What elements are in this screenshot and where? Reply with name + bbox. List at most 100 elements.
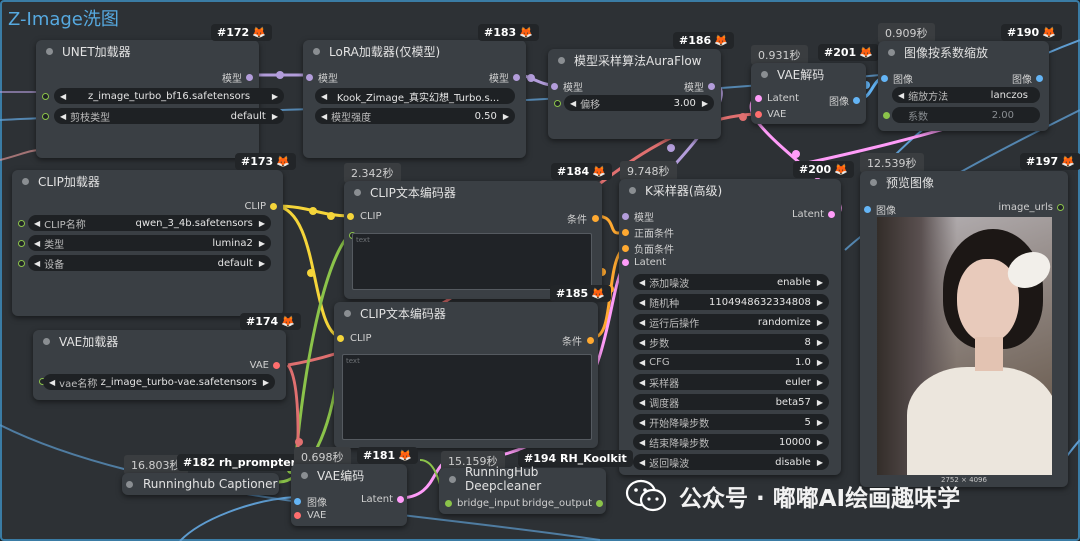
input-socket-bridge[interactable] bbox=[445, 500, 452, 507]
arrow-right-icon[interactable]: ▶ bbox=[502, 111, 509, 121]
collapse-dot[interactable] bbox=[761, 70, 768, 78]
node-ksampler-advanced[interactable]: K采样器(高级) 模型 正面条件 负面条件 Latent Latent ◀添加噪… bbox=[619, 179, 841, 475]
node-vae-encode[interactable]: VAE编码 图像 VAE Latent bbox=[291, 464, 407, 526]
collapse-dot[interactable] bbox=[313, 47, 320, 55]
arrow-left-icon[interactable]: ◀ bbox=[34, 238, 41, 248]
widget-socket[interactable] bbox=[18, 260, 25, 267]
arrow-right-icon[interactable]: ▶ bbox=[816, 277, 823, 287]
arrow-right-icon[interactable]: ▶ bbox=[816, 317, 823, 327]
arrow-right-icon[interactable]: ▶ bbox=[701, 98, 708, 108]
arrow-left-icon[interactable]: ◀ bbox=[639, 437, 646, 447]
arrow-left-icon[interactable]: ◀ bbox=[321, 111, 328, 121]
arrow-right-icon[interactable]: ▶ bbox=[271, 111, 278, 121]
arrow-right-icon[interactable]: ▶ bbox=[816, 377, 823, 387]
lora-name-combo[interactable]: ◀Kook_Zimage_真实幻想_Turbo.s... bbox=[315, 88, 515, 104]
widget-socket[interactable] bbox=[18, 220, 25, 227]
prompt-textarea[interactable]: text bbox=[342, 354, 592, 440]
arrow-left-icon[interactable]: ◀ bbox=[639, 417, 646, 427]
arrow-left-icon[interactable]: ◀ bbox=[60, 111, 67, 121]
prompt-textarea[interactable]: text bbox=[352, 233, 592, 290]
collapse-dot[interactable] bbox=[354, 188, 361, 196]
node-vae-decode[interactable]: VAE解码 Latent VAE 图像 bbox=[751, 63, 866, 124]
arrow-left-icon[interactable]: ◀ bbox=[639, 277, 646, 287]
group-title[interactable]: Z-Image洗图 bbox=[8, 9, 119, 30]
collapse-dot[interactable] bbox=[344, 309, 351, 317]
output-socket-latent[interactable] bbox=[397, 496, 404, 503]
arrow-right-icon[interactable]: ▶ bbox=[816, 417, 823, 427]
arrow-right-icon[interactable]: ▶ bbox=[816, 337, 823, 347]
widget-socket[interactable] bbox=[42, 113, 49, 120]
input-socket-model[interactable] bbox=[551, 83, 558, 90]
node-unet-loader[interactable]: UNET加载器 模型 ◀z_image_turbo_bf16.safetenso… bbox=[36, 40, 284, 158]
arrow-right-icon[interactable]: ▶ bbox=[271, 91, 278, 101]
arrow-right-icon[interactable]: ▶ bbox=[816, 457, 823, 467]
output-socket-bridge[interactable] bbox=[596, 500, 603, 507]
output-socket-urls[interactable] bbox=[1057, 204, 1064, 211]
output-socket-image[interactable] bbox=[853, 97, 860, 104]
arrow-left-icon[interactable]: ◀ bbox=[60, 91, 67, 101]
arrow-left-icon[interactable]: ◀ bbox=[639, 377, 646, 387]
output-socket-model[interactable] bbox=[246, 74, 253, 81]
arrow-right-icon[interactable]: ▶ bbox=[816, 437, 823, 447]
input-socket-vae[interactable] bbox=[755, 111, 762, 118]
output-socket-model[interactable] bbox=[708, 83, 715, 90]
arrow-left-icon[interactable]: ◀ bbox=[639, 337, 646, 347]
node-clip-text-encode-1[interactable]: CLIP文本编码器 CLIP 条件 text bbox=[344, 181, 602, 299]
input-socket-image[interactable] bbox=[864, 206, 871, 213]
collapse-dot[interactable] bbox=[46, 47, 53, 55]
arrow-right-icon[interactable]: ▶ bbox=[262, 377, 269, 387]
node-preview-image[interactable]: 预览图像 图像 image_urls 2752 × 4096 bbox=[860, 171, 1068, 487]
node-clip-text-encode-2[interactable]: CLIP文本编码器 CLIP 条件 text bbox=[334, 302, 598, 448]
input-socket-latent[interactable] bbox=[755, 95, 762, 102]
input-socket-clip[interactable] bbox=[337, 335, 344, 342]
node-lora-loader[interactable]: LoRA加载器(仅模型) 模型 模型 ◀Kook_Zimage_真实幻想_Tur… bbox=[303, 40, 526, 158]
arrow-right-icon[interactable]: ▶ bbox=[258, 218, 265, 228]
arrow-left-icon[interactable]: ◀ bbox=[34, 258, 41, 268]
output-socket-clip[interactable] bbox=[270, 203, 277, 210]
node-runninghub-deepcleaner[interactable]: RunningHub Deepcleaner bridge_input brid… bbox=[439, 465, 606, 514]
arrow-right-icon[interactable]: ▶ bbox=[816, 397, 823, 407]
input-socket-clip[interactable] bbox=[347, 213, 354, 220]
preview-image-thumbnail[interactable] bbox=[877, 217, 1052, 475]
arrow-left-icon[interactable]: ◀ bbox=[34, 218, 41, 228]
widget-socket[interactable] bbox=[554, 100, 561, 107]
collapse-dot[interactable] bbox=[629, 186, 636, 194]
arrow-right-icon[interactable]: ▶ bbox=[816, 297, 823, 307]
collapse-dot[interactable] bbox=[449, 475, 456, 483]
collapse-dot[interactable] bbox=[43, 337, 50, 345]
input-socket-negative[interactable] bbox=[622, 245, 629, 252]
collapse-dot[interactable] bbox=[22, 177, 29, 185]
input-socket-factor[interactable] bbox=[883, 112, 890, 119]
arrow-left-icon[interactable]: ◀ bbox=[639, 297, 646, 307]
input-socket-model[interactable] bbox=[622, 213, 629, 220]
input-socket-image[interactable] bbox=[294, 498, 301, 505]
output-socket-image[interactable] bbox=[1036, 75, 1043, 82]
collapse-dot[interactable] bbox=[888, 48, 895, 56]
input-socket-vae[interactable] bbox=[294, 512, 301, 519]
widget-socket[interactable] bbox=[42, 93, 49, 100]
unet-name-combo[interactable]: ◀z_image_turbo_bf16.safetensors▶ bbox=[54, 88, 284, 104]
widget-socket[interactable] bbox=[18, 240, 25, 247]
node-runninghub-captioner[interactable]: Runninghub Captioner bbox=[122, 473, 279, 495]
arrow-left-icon[interactable]: ◀ bbox=[321, 91, 328, 101]
arrow-right-icon[interactable]: ▶ bbox=[258, 238, 265, 248]
arrow-left-icon[interactable]: ◀ bbox=[639, 357, 646, 367]
